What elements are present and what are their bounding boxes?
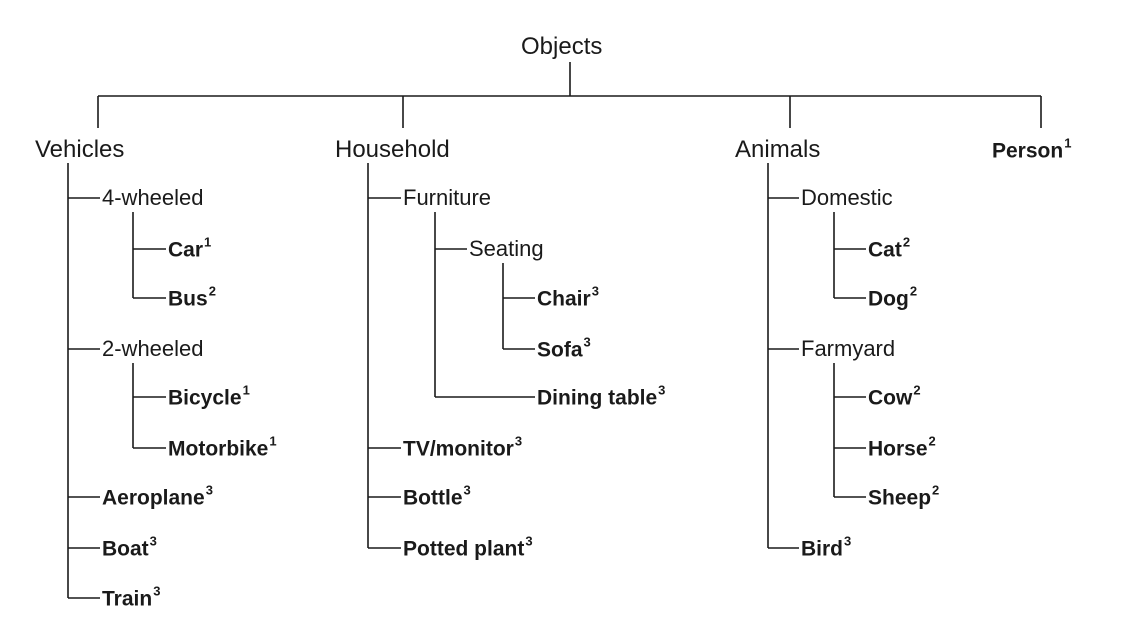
node-tv-monitor: TV/monitor3 [403, 433, 523, 461]
node-cat: Cat2 [868, 234, 911, 262]
node-seating: Seating [469, 236, 544, 261]
node-motorbike: Motorbike1 [168, 433, 277, 461]
node-farmyard: Farmyard [801, 336, 896, 361]
node-furniture: Furniture [403, 185, 492, 210]
node-objects: Objects [521, 33, 603, 60]
node-horse: Horse2 [868, 433, 936, 461]
node-person: Person1 [992, 135, 1072, 163]
node-domestic: Domestic [801, 185, 893, 210]
node-animals: Animals [735, 136, 821, 163]
node-train: Train3 [102, 583, 161, 611]
node-cow: Cow2 [868, 382, 921, 410]
node-sheep: Sheep2 [868, 482, 940, 510]
node-dog: Dog2 [868, 283, 918, 311]
node-bottle: Bottle3 [403, 482, 471, 510]
node-bird: Bird3 [801, 533, 852, 561]
node-sofa: Sofa3 [537, 334, 591, 362]
node-chair: Chair3 [537, 283, 599, 311]
node-boat: Boat3 [102, 533, 157, 561]
node-household: Household [335, 136, 450, 163]
node-bicycle: Bicycle1 [168, 382, 250, 410]
node-potted-plant: Potted plant3 [403, 533, 533, 561]
node-aeroplane: Aeroplane3 [102, 482, 213, 510]
node-2-wheeled: 2-wheeled [102, 336, 204, 361]
node-car: Car1 [168, 234, 212, 262]
node-dining-table: Dining table3 [537, 382, 666, 410]
node-4-wheeled: 4-wheeled [102, 185, 204, 210]
node-vehicles: Vehicles [35, 136, 125, 163]
node-bus: Bus2 [168, 283, 216, 311]
